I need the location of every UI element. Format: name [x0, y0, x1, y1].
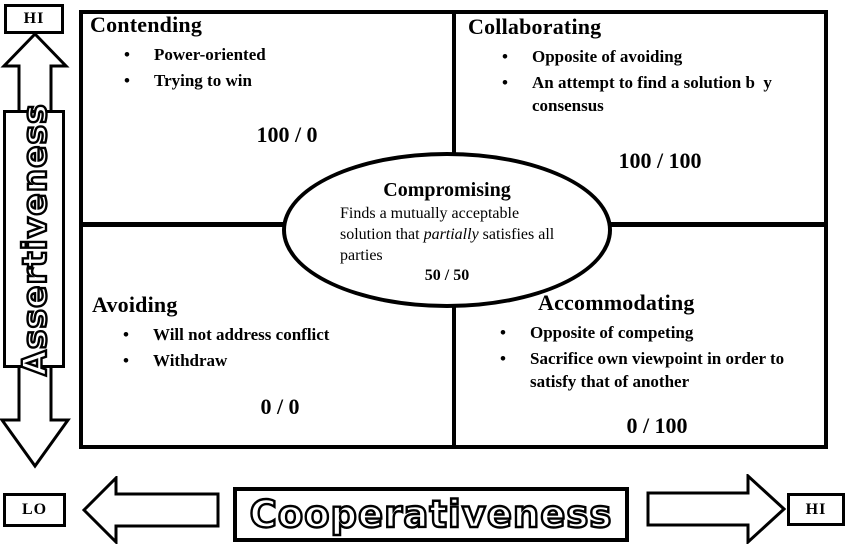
bullet-text: Sacrifice own viewpoint in order to sati…	[530, 349, 789, 391]
bullet-item: • Power-oriented	[124, 44, 430, 66]
bullet-text: Trying to win	[154, 71, 252, 91]
assertiveness-axis-label: Assertiveness	[13, 101, 54, 376]
assertiveness-lo-cap: LO	[3, 493, 66, 527]
bullet-item: • Trying to win	[124, 70, 430, 92]
ellipse-description: Finds a mutually acceptable solution tha…	[340, 203, 558, 266]
bullet-item: • An attempt to find a solution b y cons…	[502, 72, 820, 117]
quadrant-title: Collaborating	[468, 14, 602, 39]
assertiveness-axis-label-box: Assertiveness	[3, 101, 65, 377]
quadrant-contending: Contending • Power-oriented • Trying to …	[90, 12, 430, 97]
quadrant-score-accommodating: 0 / 100	[626, 413, 688, 438]
cooperativeness-right-arrow-icon	[646, 474, 786, 544]
bullet-item: • Withdraw	[123, 350, 432, 372]
bullet-icon: •	[500, 323, 506, 342]
description-text: Finds a mutually acceptable solution tha…	[340, 205, 520, 244]
bullet-icon: •	[502, 47, 508, 66]
bullet-item: • Sacrifice own viewpoint in order to sa…	[500, 348, 830, 393]
cooperativeness-hi-cap: HI	[787, 493, 845, 526]
bullet-text: Will not address conflict	[153, 325, 330, 344]
quadrant-score-contending: 100 / 0	[256, 122, 318, 147]
cooperativeness-axis-label-box: Cooperativeness	[233, 487, 629, 542]
bullet-text: Opposite of avoiding	[532, 47, 683, 66]
quadrant-collaborating: Collaborating • Opposite of avoiding • A…	[468, 14, 820, 121]
bullet-icon: •	[123, 351, 129, 371]
bullet-icon: •	[123, 325, 129, 344]
ellipse-score: 50 / 50	[424, 267, 470, 285]
bullet-icon: •	[124, 71, 130, 91]
bullet-text: An attempt to find a solution b y consen…	[532, 73, 777, 115]
bullet-text: Opposite of competing	[530, 323, 694, 342]
ellipse-title: Compromising	[383, 179, 511, 201]
quadrant-accommodating: Accommodating • Opposite of competing • …	[500, 290, 830, 397]
cooperativeness-left-arrow-icon	[82, 476, 220, 544]
bullet-text: Power-oriented	[154, 45, 266, 64]
hi-label: HI	[23, 10, 45, 27]
quadrant-title: Avoiding	[92, 292, 178, 317]
bullet-icon: •	[500, 349, 506, 369]
bullet-icon: •	[502, 73, 508, 93]
bullet-icon: •	[124, 45, 130, 64]
bullet-text: Withdraw	[153, 351, 228, 371]
quadrant-score-collaborating: 100 / 100	[618, 148, 702, 173]
compromising-ellipse: Compromising Finds a mutually acceptable…	[282, 152, 612, 308]
quadrant-score-avoiding: 0 / 0	[260, 394, 300, 419]
bullet-item: • Will not address conflict	[123, 324, 432, 346]
hi-label: HI	[805, 500, 827, 518]
assertiveness-hi-cap: HI	[4, 4, 64, 34]
bullet-item: • Opposite of competing	[500, 322, 830, 344]
bullet-item: • Opposite of avoiding	[502, 46, 820, 68]
quadrant-avoiding: Avoiding • Will not address conflict • W…	[92, 292, 432, 377]
quadrant-title: Contending	[90, 12, 203, 37]
description-text: satisfies all parties	[340, 226, 555, 265]
cooperativeness-axis-label: Cooperativeness	[248, 492, 613, 537]
description-italic-word: partially	[423, 226, 479, 244]
lo-label: LO	[21, 501, 48, 518]
quadrant-title: Accommodating	[538, 290, 695, 315]
